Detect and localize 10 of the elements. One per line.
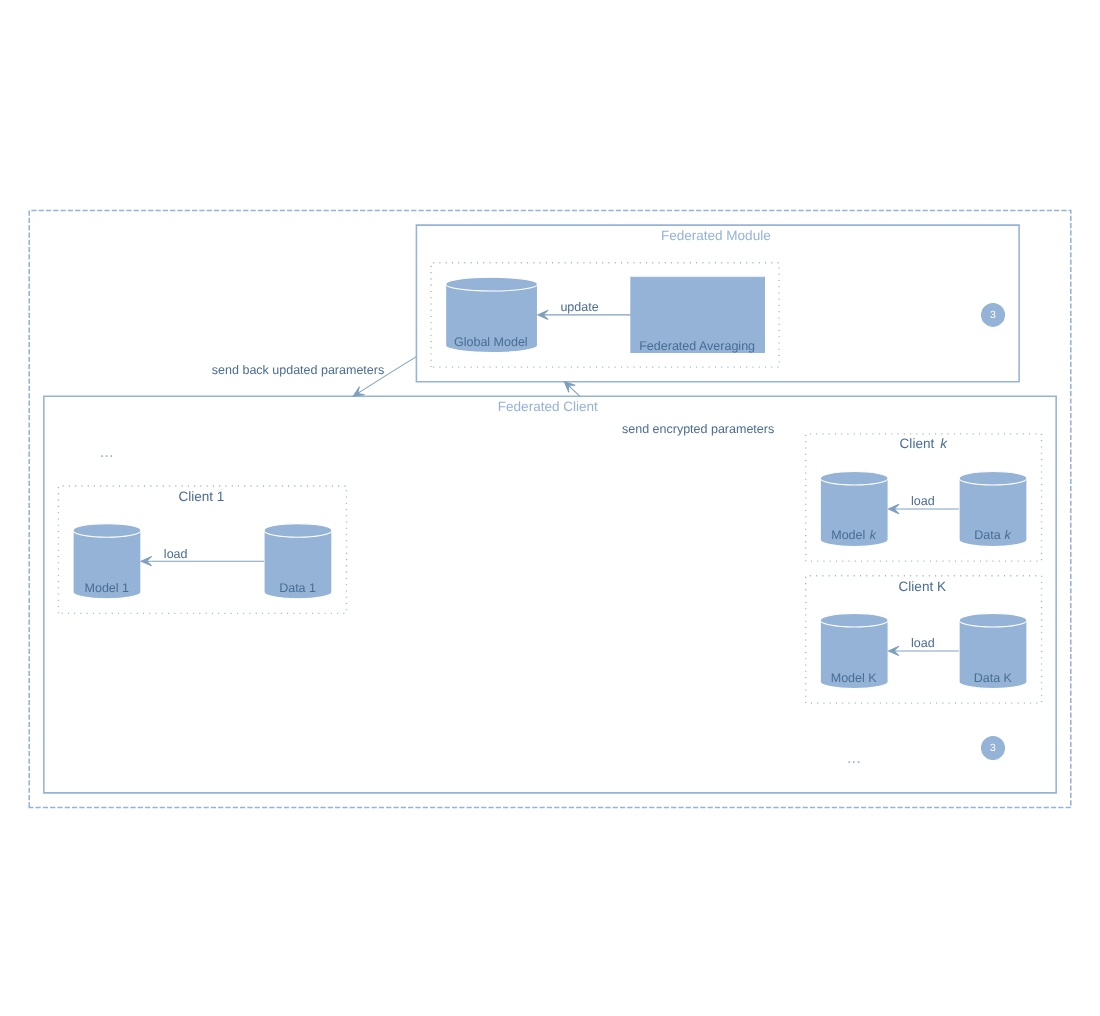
label: ... [99,439,114,460]
arrow [537,308,632,320]
arrow [563,380,581,396]
cluster [28,208,1072,808]
arrow [352,355,417,396]
cluster [430,261,780,367]
label: ... [846,746,861,767]
arrow [888,502,960,514]
arrow [888,644,960,656]
arrow [140,554,265,566]
